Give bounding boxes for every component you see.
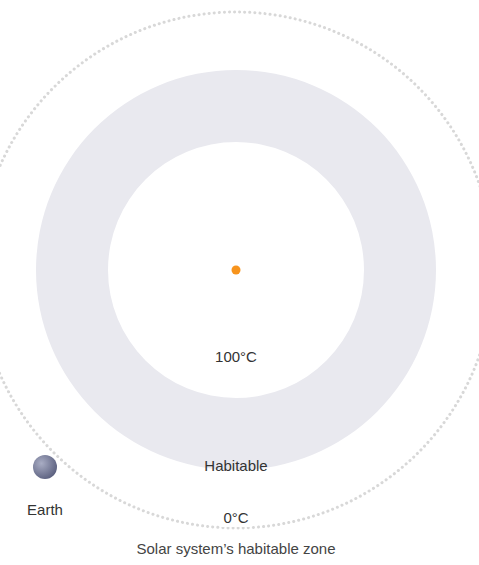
zone-label: Habitable bbox=[201, 457, 270, 475]
temperature-label: 0°C bbox=[220, 509, 251, 527]
temperature-label: 100°C bbox=[212, 348, 260, 366]
zone-band bbox=[36, 70, 436, 470]
sun-dot bbox=[232, 266, 241, 275]
habitable-ring: Habitable bbox=[36, 70, 436, 470]
earth-planet: Earth bbox=[20, 443, 70, 523]
figure-caption: Solar system’s habitable zone bbox=[134, 540, 339, 558]
planet-label: Earth bbox=[24, 501, 66, 519]
ring-shape bbox=[36, 70, 436, 470]
earth-orbit bbox=[0, 12, 479, 528]
earth-disc bbox=[33, 455, 57, 479]
